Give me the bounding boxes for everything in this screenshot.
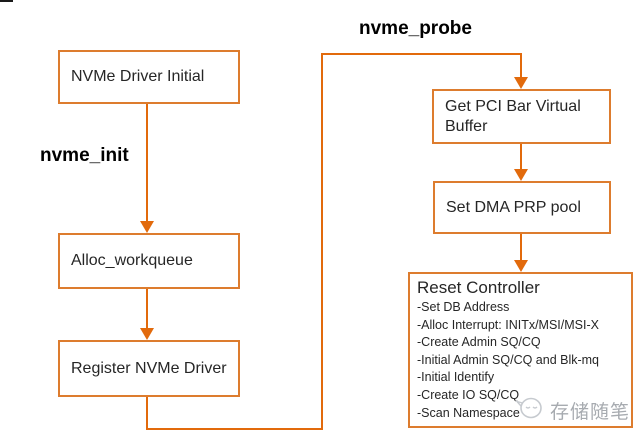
connector-workqueue-to-register <box>146 289 148 329</box>
node-label: Alloc_workqueue <box>71 252 193 269</box>
connector-pci-to-dma <box>520 144 522 170</box>
watermark: 存储随笔 <box>512 394 630 427</box>
node-label: Register NVMe Driver <box>71 359 227 377</box>
reset-controller-title: Reset Controller <box>417 278 540 297</box>
reset-step: -Alloc Interrupt: INITx/MSI/MSI-X <box>417 317 599 332</box>
flowchart-node-reset-controller: Reset Controller -Set DB Address -Alloc … <box>408 272 633 428</box>
arrow-down-icon <box>514 260 528 272</box>
node-label: Set DMA PRP pool <box>446 198 581 216</box>
arrow-down-icon <box>140 328 154 340</box>
connector-register-exit-vertical <box>146 397 148 430</box>
node-label: Get PCI Bar Virtual Buffer <box>445 97 581 135</box>
flowchart-node-set-dma-prp-pool: Set DMA PRP pool <box>433 181 611 234</box>
watermark-text: 存储随笔 <box>550 402 631 423</box>
reset-step: -Create IO SQ/CQ <box>417 387 520 402</box>
flowchart-node-nvme-driver-initial: NVMe Driver Initial <box>58 50 240 104</box>
connector-top-horizontal <box>321 53 522 55</box>
node-label: NVMe Driver Initial <box>71 68 205 85</box>
flowchart-node-get-pci-bar-virtual-buffer: Get PCI Bar Virtual Buffer <box>432 89 611 144</box>
reset-controller-step-list: -Set DB Address -Alloc Interrupt: INITx/… <box>417 299 624 422</box>
reset-step: -Scan Namespace <box>417 405 520 420</box>
reset-step: -Set DB Address <box>417 300 510 314</box>
label-nvme-probe: nvme_probe <box>359 18 472 39</box>
connector-initial-to-workqueue <box>146 104 148 222</box>
flowchart-node-register-nvme-driver: Register NVMe Driver <box>58 340 240 397</box>
connector-bottom-horizontal <box>146 428 323 430</box>
arrow-down-icon <box>140 221 154 233</box>
connector-dma-to-reset <box>520 234 522 261</box>
reset-step: -Initial Identify <box>417 370 495 385</box>
connector-into-get-pci-bar <box>520 55 522 78</box>
reset-step: -Create Admin SQ/CQ <box>417 335 541 350</box>
arrow-down-icon <box>514 77 528 89</box>
screenshot-edge-artifact <box>0 0 13 2</box>
label-nvme-init: nvme_init <box>40 145 129 166</box>
reset-step: -Initial Admin SQ/CQ and Blk-mq <box>417 352 600 367</box>
connector-middle-vertical <box>321 53 323 430</box>
watermark-face-icon <box>512 394 546 427</box>
flowchart-node-alloc-workqueue: Alloc_workqueue <box>58 233 240 289</box>
arrow-down-icon <box>514 169 528 181</box>
